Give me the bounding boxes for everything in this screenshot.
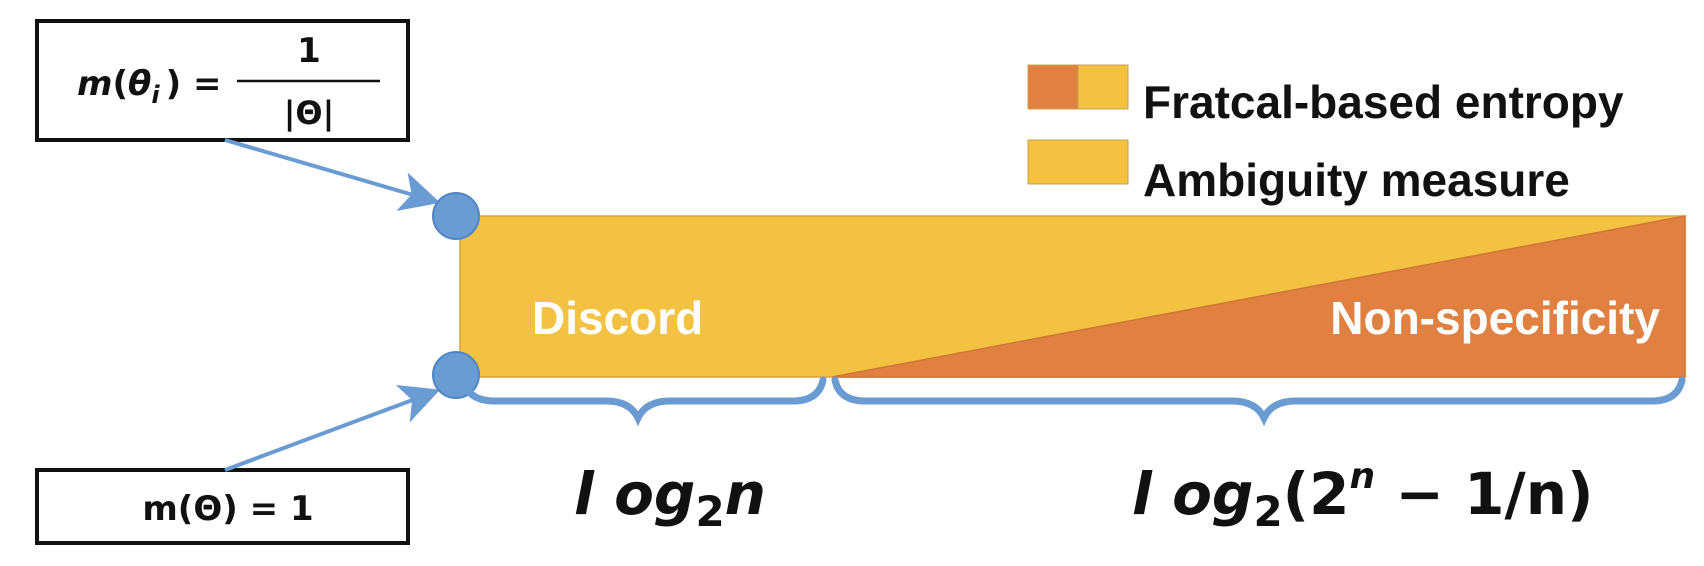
formula-top-equals: = xyxy=(193,64,222,104)
formula-right-sup: n xyxy=(1350,456,1376,497)
formula-top-denominator: |Θ| xyxy=(284,94,335,133)
legend-fractal-label: Fratcal-based entropy xyxy=(1143,76,1624,128)
formula-top-open: ( xyxy=(112,64,128,104)
circle-node-icon xyxy=(432,192,480,240)
formula-log2n-log: l og xyxy=(574,460,695,528)
formula-top-sub: i xyxy=(151,81,160,109)
formula-box-top: m(θi) = 1 |Θ| xyxy=(35,19,410,142)
formula-right-sub: 2 xyxy=(1253,487,1282,536)
arrow-bottom-connector xyxy=(224,384,441,472)
brace-left xyxy=(459,376,827,427)
svg-text:m(θi): m(θi) xyxy=(77,64,181,109)
formula-top-close: ) xyxy=(166,64,182,104)
legend-ambiguity-swatch xyxy=(1027,139,1129,185)
nonspecificity-label: Non-specificity xyxy=(1330,292,1660,344)
nonspecificity-triangle xyxy=(831,215,1686,378)
formula-top-theta: θ xyxy=(128,64,151,104)
formula-right-log: l og xyxy=(1132,460,1253,528)
discord-label: Discord xyxy=(532,292,703,344)
formula-top-numerator: 1 xyxy=(297,31,321,71)
formula-right-open: (2 xyxy=(1283,460,1350,528)
legend-fractal-swatch-orange xyxy=(1027,64,1079,110)
formula-right-rest: − 1/n) xyxy=(1375,460,1593,528)
formula-log2-2n: l og2(2n − 1/n) xyxy=(1132,456,1594,536)
formula-top-m: m xyxy=(77,64,112,104)
formula-log2n: l og2n xyxy=(574,460,766,536)
legend-fractal-swatch-yellow xyxy=(1077,64,1129,110)
legend: Fratcal-based entropy Ambiguity measure xyxy=(1027,64,1624,206)
formula-log2n-sub: 2 xyxy=(695,487,724,536)
brace-right xyxy=(831,376,1686,427)
arrow-top-connector xyxy=(224,138,441,211)
formula-bottom-text: m(Θ) = 1 xyxy=(142,489,313,529)
formula-box-bottom: m(Θ) = 1 xyxy=(35,468,410,545)
formula-log2n-arg: n xyxy=(725,460,766,528)
legend-ambiguity-label: Ambiguity measure xyxy=(1143,154,1570,206)
